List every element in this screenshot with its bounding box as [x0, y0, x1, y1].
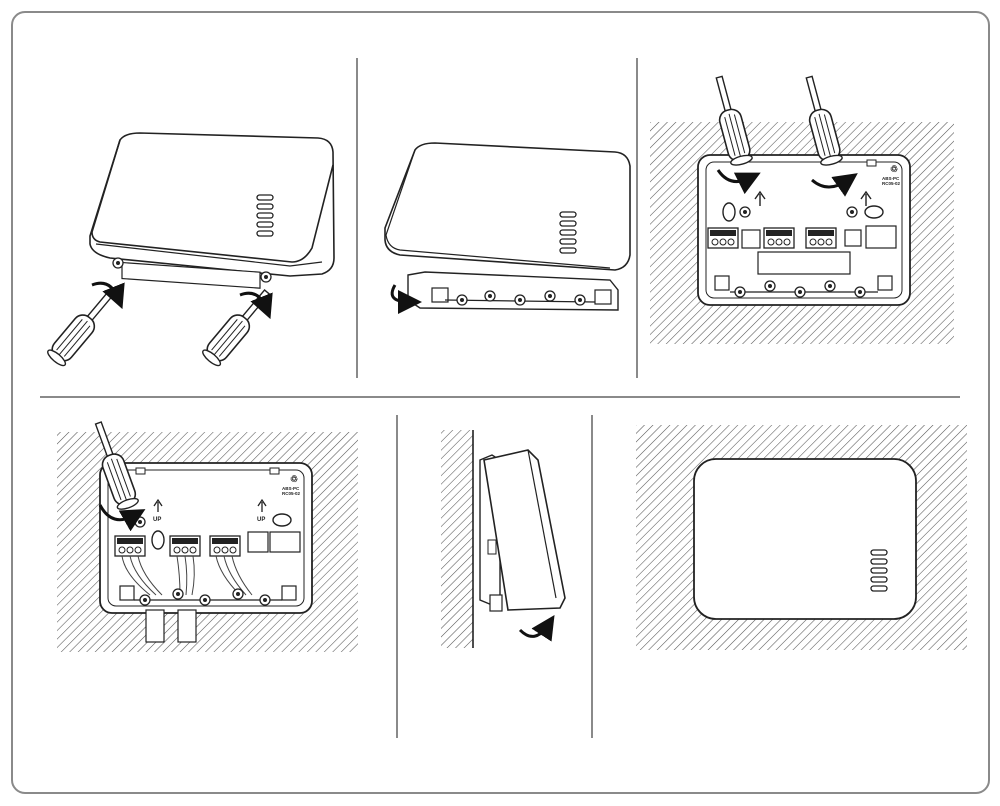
rotate-arrow-icon: [811, 173, 858, 197]
model-label: RC05-02: [282, 491, 301, 496]
model-label: RC05-02: [882, 181, 901, 186]
rotate-arrow-icon: [390, 284, 422, 314]
rotate-arrow-icon: [91, 281, 125, 310]
material-label: ABS-PC: [882, 176, 900, 181]
up-arrow-icon: [257, 498, 267, 512]
recycle-icon: ♲: [890, 164, 898, 174]
screwdriver-icon: [44, 284, 122, 369]
step-5-hook-cover-side-view: [441, 430, 566, 648]
up-arrow-icon: [153, 498, 163, 512]
step-3-fix-backplate: ♲ ABS-PC RC05-02: [650, 73, 954, 344]
device-cover: [693, 458, 917, 620]
step-4-connect-wires: ♲ ABS-PC RC05-02 UP UP: [57, 418, 358, 652]
recycle-icon: ♲: [290, 474, 298, 484]
rotate-arrow-icon: [98, 504, 146, 532]
rotate-arrow-icon: [716, 169, 761, 195]
up-arrow-icon: [860, 190, 872, 206]
rotate-arrow-icon: [518, 614, 555, 642]
up-label: UP: [153, 517, 161, 523]
step-1-unscrew-bottom-screws: [44, 132, 335, 369]
screwdriver-icon: [199, 284, 277, 369]
rotate-arrow-icon: [239, 291, 273, 320]
wall-hatch: [441, 430, 473, 648]
up-label: UP: [257, 517, 265, 523]
step-6-installed-device: [636, 425, 967, 650]
step-2-lift-cover: [384, 142, 631, 314]
material-label: ABS-PC: [282, 486, 300, 491]
